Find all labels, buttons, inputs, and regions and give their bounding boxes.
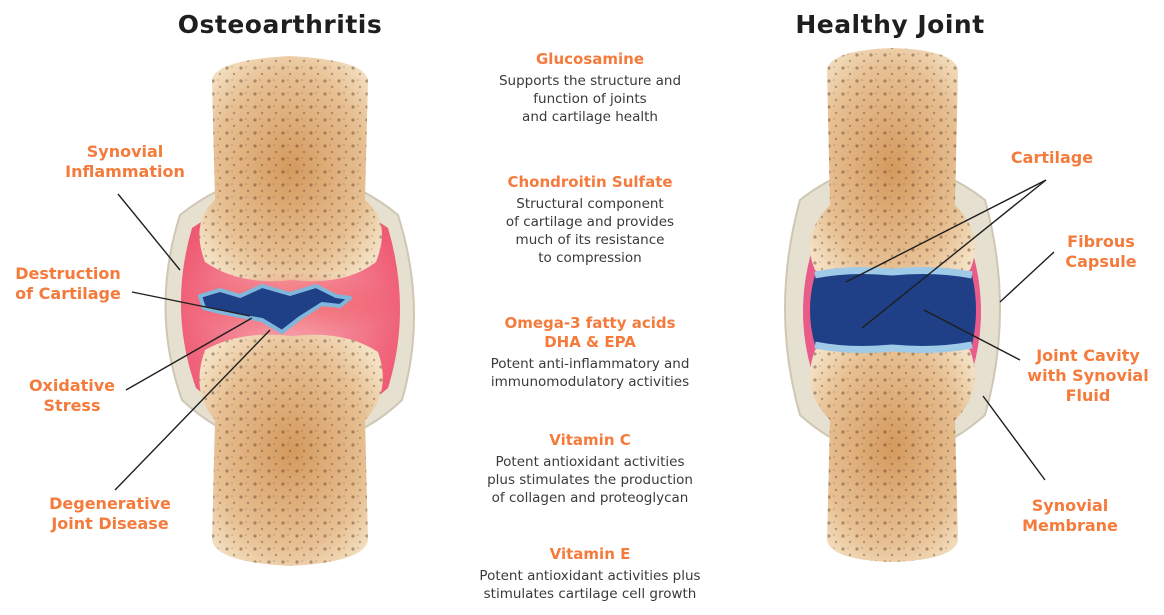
nutrient-chondroitin: Chondroitin Sulfate Structural component… — [440, 173, 740, 267]
nutrient-description: Potent anti-inflammatory and immunomodul… — [440, 355, 740, 391]
healthy-joint-cavity — [810, 271, 976, 350]
healthy-cartilage-upper — [815, 271, 972, 275]
nutrient-description: Supports the structure and function of j… — [440, 72, 740, 126]
nutrient-name: Vitamin E — [440, 545, 740, 564]
synovial-inflammation-label: Synovial Inflammation — [50, 142, 200, 182]
degenerative-joint-disease-label: Degenerative Joint Disease — [30, 494, 190, 534]
nutrient-vitamin-c: Vitamin C Potent antioxidant activities … — [440, 431, 740, 507]
healthy-cartilage-lower — [815, 345, 972, 349]
cartilage-label: Cartilage — [1000, 148, 1104, 168]
nutrient-name: Chondroitin Sulfate — [440, 173, 740, 192]
osteoarthritis-joint — [165, 56, 414, 566]
nutrient-description: Potent antioxidant activities plus stimu… — [440, 453, 740, 507]
destruction-of-cartilage-label: Destruction of Cartilage — [0, 264, 136, 304]
nutrient-name: Glucosamine — [440, 50, 740, 69]
nutrient-name: Omega-3 fatty acids DHA & EPA — [440, 314, 740, 352]
joint-cavity-label: Joint Cavity with Synovial Fluid — [1018, 346, 1158, 406]
oxidative-stress-label: Oxidative Stress — [12, 376, 132, 416]
fibrous-capsule-label: Fibrous Capsule — [1046, 232, 1156, 272]
nutrient-description: Structural component of cartilage and pr… — [440, 195, 740, 267]
nutrient-omega3: Omega-3 fatty acids DHA & EPA Potent ant… — [440, 314, 740, 391]
synovial-membrane-label: Synovial Membrane — [1000, 496, 1140, 536]
nutrient-vitamin-e: Vitamin E Potent antioxidant activities … — [440, 545, 740, 603]
healthy-joint — [785, 48, 1000, 562]
nutrient-glucosamine: Glucosamine Supports the structure and f… — [440, 50, 740, 126]
nutrient-description: Potent antioxidant activities plus stimu… — [440, 567, 740, 603]
nutrient-name: Vitamin C — [440, 431, 740, 450]
